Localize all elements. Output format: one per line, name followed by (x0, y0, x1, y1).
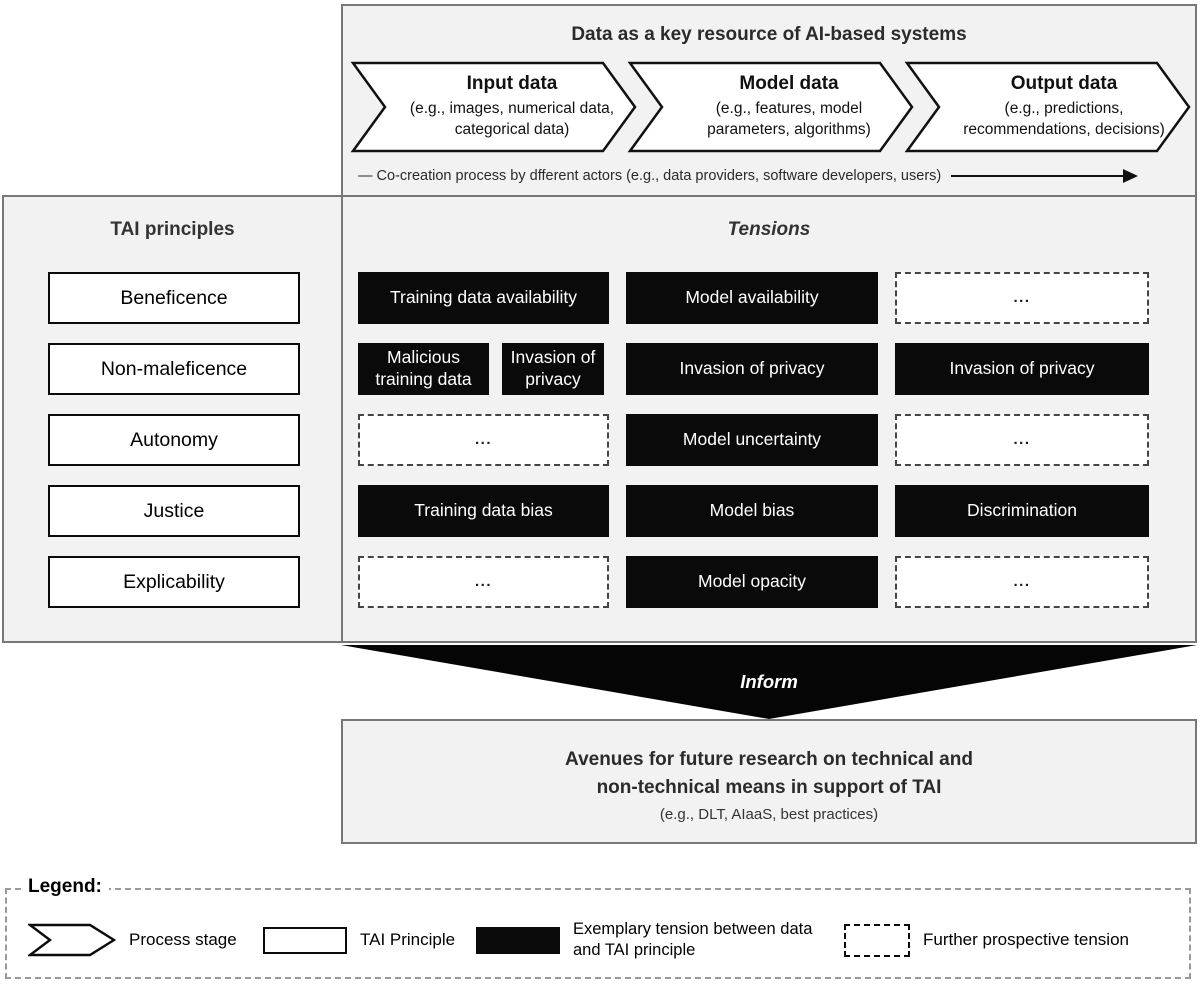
exemplary-tension-swatch-icon (476, 926, 560, 954)
stage-subtitle: (e.g., features, model parameters, algor… (707, 100, 871, 138)
tension-model-availability: Model availability (626, 272, 878, 324)
stage-subtitle: (e.g., predictions, recommendations, dec… (963, 100, 1165, 138)
tension-malicious-training-data: Malicious training data (358, 343, 489, 395)
prospective-tension-cell: ... (895, 556, 1149, 608)
tension-model-bias: Model bias (626, 485, 878, 537)
prospective-tension-swatch-icon (844, 923, 910, 957)
co-creation-arrow-icon (951, 168, 1138, 184)
stage-subtitle: (e.g., images, numerical data, categoric… (409, 100, 615, 138)
process-stage-chevrons-icon (350, 61, 1191, 153)
principle-explicability: Explicability (48, 556, 300, 608)
prospective-tension-cell: ... (358, 556, 609, 608)
tai-principles-panel: TAI principles Beneficence Non-maleficen… (2, 195, 343, 643)
tai-principle-swatch-icon (263, 926, 347, 954)
stage-output-data: Output data (e.g., predictions, recommen… (935, 64, 1193, 150)
principle-beneficence: Beneficence (48, 272, 300, 324)
tension-invasion-of-privacy-model: Invasion of privacy (626, 343, 878, 395)
stage-model-data: Model data (e.g., features, model parame… (664, 64, 914, 150)
tension-training-data-availability: Training data availability (358, 272, 609, 324)
future-research-line1: Avenues for future research on technical… (565, 749, 973, 770)
legend-box: Legend: Process stage TAI Principle Exem… (5, 876, 1191, 979)
tension-training-data-bias: Training data bias (358, 485, 609, 537)
prospective-tension-cell: ... (895, 272, 1149, 324)
prospective-tension-cell: ... (358, 414, 609, 466)
data-resource-title: Data as a key resource of AI-based syste… (571, 24, 967, 45)
future-research-line2: non-technical means in support of TAI (596, 776, 942, 798)
stage-title: Model data (739, 73, 839, 95)
co-creation-row: — Co-creation process by dfferent actors… (358, 168, 1138, 184)
legend-item-exemplary-tension: Exemplary tension between data and TAI p… (476, 920, 823, 960)
co-creation-label: — Co-creation process by dfferent actors… (358, 168, 942, 184)
tai-principles-title: TAI principles (110, 219, 235, 240)
stage-title: Input data (466, 73, 558, 95)
future-research-examples: (e.g., DLT, AIaaS, best practices) (659, 806, 879, 824)
tension-model-uncertainty: Model uncertainty (626, 414, 878, 466)
tensions-panel: Tensions Training data availability Mode… (341, 195, 1197, 643)
future-research-box: Avenues for future research on technical… (341, 719, 1197, 844)
stage-input-data: Input data (e.g., images, numerical data… (387, 64, 637, 150)
principle-non-maleficence: Non-maleficence (48, 343, 300, 395)
legend-title: Legend: (21, 876, 109, 898)
prospective-tension-cell: ... (895, 414, 1149, 466)
legend-label: Exemplary tension between data and TAI p… (573, 920, 813, 959)
inform-arrow-icon (341, 645, 1197, 719)
legend-label: Further prospective tension (923, 930, 1129, 949)
legend-item-process-stage: Process stage (28, 920, 237, 960)
legend-label: Process stage (129, 930, 237, 949)
legend-item-tai-principle: TAI Principle (263, 920, 455, 960)
tensions-title: Tensions (727, 219, 811, 240)
legend-item-prospective-tension: Further prospective tension (844, 920, 1129, 960)
tension-invasion-of-privacy-output: Invasion of privacy (895, 343, 1149, 395)
tension-invasion-of-privacy-input: Invasion of privacy (502, 343, 604, 395)
stage-title: Output data (1010, 73, 1118, 95)
tension-discrimination: Discrimination (895, 485, 1149, 537)
principle-justice: Justice (48, 485, 300, 537)
principle-autonomy: Autonomy (48, 414, 300, 466)
legend-label: TAI Principle (360, 930, 456, 949)
data-resource-box: Data as a key resource of AI-based syste… (341, 4, 1197, 197)
tension-model-opacity: Model opacity (626, 556, 878, 608)
process-stage-chevron-icon (28, 923, 116, 957)
